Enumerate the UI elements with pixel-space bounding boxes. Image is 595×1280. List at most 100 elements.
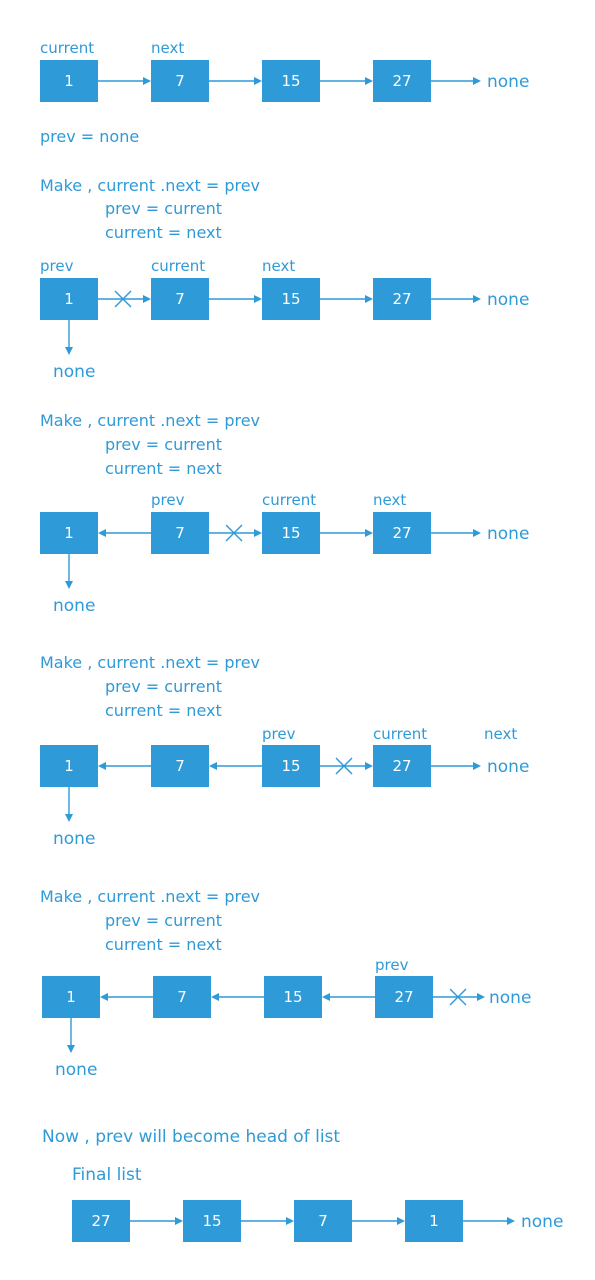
label-prev: prev [151,491,185,509]
arrow-head [473,529,481,537]
label-next: next [373,491,406,509]
node-value: 15 [281,524,300,542]
prev-init: prev = none [40,127,139,146]
node-7: 7 [151,278,209,320]
code-line-2: prev = current [105,911,222,930]
node-value: 7 [175,290,185,308]
node-15: 15 [262,745,320,787]
node-value: 1 [429,1212,439,1230]
arrow-head [209,762,217,770]
code-line-3: current = next [105,223,222,242]
conclusion-text: Now , prev will become head of list [42,1127,340,1147]
below-none: none [53,362,95,382]
node-value: 7 [175,757,185,775]
node-27: 27 [373,278,431,320]
tail-none: none [489,988,531,1008]
code-line-2: prev = current [105,199,222,218]
node-7: 7 [151,60,209,102]
node-1: 1 [42,976,100,1018]
node-value: 15 [202,1212,221,1230]
cross-mark [225,524,243,542]
code-line-3: current = next [105,935,222,954]
node-value: 15 [281,290,300,308]
arrow-head [365,762,373,770]
label-current: current [373,725,427,743]
node-15: 15 [183,1200,241,1242]
node-value: 7 [318,1212,328,1230]
cross-mark [449,988,467,1006]
node-1: 1 [40,512,98,554]
arrow-head [98,529,106,537]
arrow-head [365,77,373,85]
below-none: none [55,1060,97,1080]
step-3-list: prev current next 1 7 15 27 [40,725,529,849]
step-4-list: prev 1 7 15 27 none n [42,956,531,1080]
node-value: 27 [392,757,411,775]
arrow-head [65,581,73,589]
node-value: 1 [64,72,74,90]
node-1: 1 [40,278,98,320]
node-value: 15 [281,72,300,90]
code-line-3: current = next [105,459,222,478]
node-7: 7 [153,976,211,1018]
arrow-head [211,993,219,1001]
node-27: 27 [373,745,431,787]
code-line-3: current = next [105,701,222,720]
step-1-list: prev current next 1 7 15 27 [40,257,529,382]
node-15: 15 [264,976,322,1018]
arrow-head [365,295,373,303]
arrow-head [477,993,485,1001]
node-15: 15 [262,60,320,102]
arrow-head [98,762,106,770]
label-next: next [151,39,184,57]
below-none: none [53,829,95,849]
node-1: 1 [40,60,98,102]
arrow-head [365,529,373,537]
node-value: 15 [283,988,302,1006]
label-current: current [151,257,205,275]
tail-none: none [487,72,529,92]
final-list-title: Final list [72,1165,142,1185]
node-value: 27 [91,1212,110,1230]
label-next: next [484,725,517,743]
node-value: 7 [175,524,185,542]
label-next: next [262,257,295,275]
node-1: 1 [40,745,98,787]
tail-none: none [487,757,529,777]
label-current: current [40,39,94,57]
node-7: 7 [151,745,209,787]
tail-none: none [521,1212,563,1232]
code-line-1: Make , current .next = prev [40,411,260,430]
tail-none: none [487,524,529,544]
node-value: 1 [64,524,74,542]
code-line-1: Make , current .next = prev [40,653,260,672]
arrow-head [143,77,151,85]
node-value: 1 [64,757,74,775]
node-value: 1 [66,988,76,1006]
below-none: none [53,596,95,616]
node-value: 15 [281,757,300,775]
node-7: 7 [294,1200,352,1242]
node-value: 7 [177,988,187,1006]
arrow-head [473,295,481,303]
node-value: 27 [392,72,411,90]
label-prev: prev [40,257,74,275]
arrow-head [65,814,73,822]
arrow-head [286,1217,294,1225]
code-line-1: Make , current .next = prev [40,176,260,195]
node-15: 15 [262,278,320,320]
step-1-code: Make , current .next = prev prev = curre… [40,176,260,242]
arrow-head [65,347,73,355]
arrow-head [254,77,262,85]
step-3-code: Make , current .next = prev prev = curre… [40,653,260,720]
node-1: 1 [405,1200,463,1242]
final-list: 27 15 7 1 none [72,1200,563,1242]
arrow-head [473,77,481,85]
node-value: 27 [392,524,411,542]
node-27: 27 [72,1200,130,1242]
arrow-head [397,1217,405,1225]
arrow-head [67,1045,75,1053]
node-value: 7 [175,72,185,90]
node-15: 15 [262,512,320,554]
